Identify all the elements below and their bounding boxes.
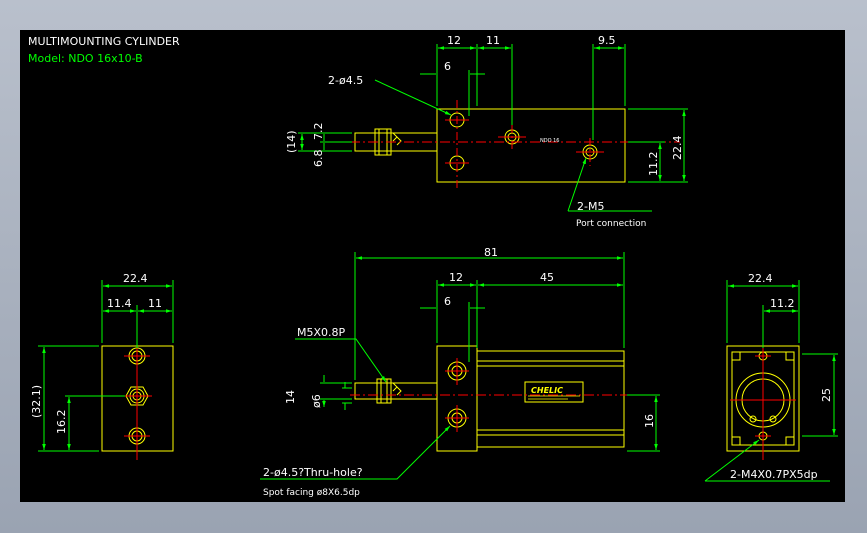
- cad-drawing: MULTIMOUNTING CYLINDER Model: NDO 16x10-…: [28, 34, 838, 498]
- dim-front-12: 12: [449, 271, 463, 284]
- dim-front-45: 45: [540, 271, 554, 284]
- front-hole-label: 2-ø4.5?Thru-hole?: [263, 466, 363, 479]
- dim-front-dia6: ø6: [310, 394, 323, 408]
- dim-top-6: 6: [444, 60, 451, 73]
- right-view: 22.4 11.2 25 2-M4X0.7PX5dp: [704, 272, 838, 482]
- model-label: Model: NDO 16x10-B: [28, 52, 143, 65]
- dim-top-14: (14): [285, 130, 298, 153]
- dim-right-25: 25: [820, 388, 833, 402]
- drawing-title: MULTIMOUNTING CYLINDER: [28, 35, 180, 48]
- left-view: 22.4 11.4 11 (32.1) 16.2: [30, 272, 174, 460]
- dim-right-22-4: 22.4: [748, 272, 773, 285]
- front-thread-label: M5X0.8P: [297, 326, 346, 339]
- front-view: CHELIC 81 12 45 6 M5X0.8P 14 ø6 16 2-ø4.…: [260, 246, 660, 498]
- front-nameplate-text: CHELIC: [531, 386, 563, 395]
- dim-left-32-1: (32.1): [30, 385, 43, 418]
- dim-front-81: 81: [484, 246, 498, 259]
- dim-left-16-2: 16.2: [55, 410, 68, 435]
- dim-left-11: 11: [148, 297, 162, 310]
- top-body: [436, 108, 626, 183]
- dim-top-11: 11: [486, 34, 500, 47]
- dim-front-14: 14: [284, 390, 297, 404]
- dim-front-6: 6: [444, 295, 451, 308]
- dim-right-11-2: 11.2: [770, 297, 795, 310]
- top-view: NDO 16 12 11 9.5 6 2-ø4.5 (14) 6.8 7.2 2…: [285, 34, 688, 229]
- front-spot-note: Spot facing ø8X6.5dp: [263, 488, 360, 498]
- dim-top-11-2: 11.2: [647, 152, 660, 177]
- top-port-label: 2-M5: [577, 200, 604, 213]
- dim-front-16: 16: [643, 414, 656, 428]
- dim-top-22-4: 22.4: [671, 136, 684, 161]
- top-hole-label: 2-ø4.5: [328, 74, 363, 87]
- dim-left-11-4: 11.4: [107, 297, 132, 310]
- front-barrel: [476, 350, 625, 448]
- dim-top-9-5: 9.5: [598, 34, 616, 47]
- dim-top-12: 12: [447, 34, 461, 47]
- top-body-mark: NDO 16: [540, 138, 559, 144]
- top-port-note: Port connection: [576, 219, 646, 229]
- right-thread-label: 2-M4X0.7PX5dp: [730, 468, 818, 481]
- dim-top-7-2: 7.2: [312, 123, 325, 141]
- cad-drawing-area: MULTIMOUNTING CYLINDER Model: NDO 16x10-…: [20, 30, 845, 502]
- dim-left-22-4: 22.4: [123, 272, 148, 285]
- dim-top-6-8: 6.8: [312, 150, 325, 168]
- front-nameplate: [524, 381, 584, 403]
